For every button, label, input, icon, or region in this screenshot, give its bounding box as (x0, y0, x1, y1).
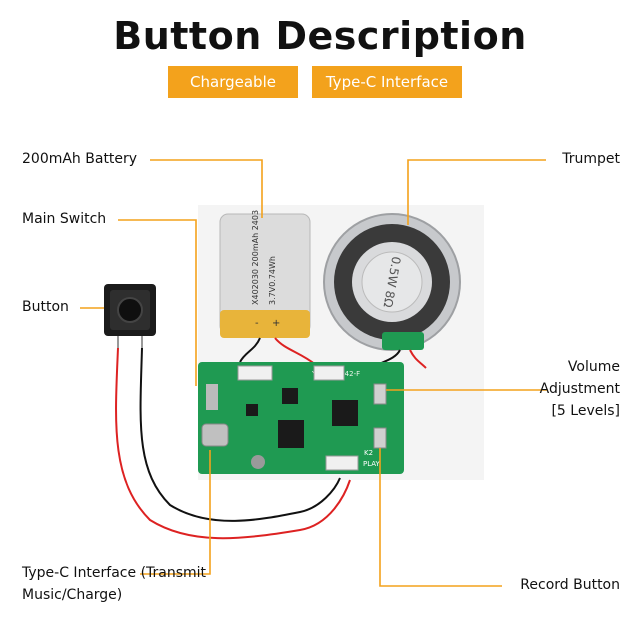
tag-type-c: Type-C Interface (312, 66, 462, 98)
leader-lines (80, 159, 548, 587)
pcb-board: YWD-A0142-F K2 PLAY (198, 362, 404, 474)
speaker: 0.5W 8Ω (323, 213, 461, 369)
button-wire-black (139, 347, 341, 522)
board-k2: K2 (364, 449, 373, 457)
battery-print-2: 3.7V0.74Wh (268, 256, 277, 305)
label-volume-1: Volume (567, 359, 620, 375)
battery-minus: - (255, 318, 259, 329)
leader-battery (150, 159, 263, 218)
battery: X402030 200mAh 2403 3.7V0.74Wh - + (219, 210, 317, 366)
leader-main-switch (118, 219, 197, 386)
button-wire-red (115, 347, 351, 540)
push-button (104, 284, 156, 348)
leader-record (379, 448, 502, 587)
battery-print-1: X402030 200mAh 2403 (251, 210, 260, 305)
main-switch-part (206, 384, 218, 410)
label-type-c-1: Type-C Interface (Transmit (22, 565, 207, 581)
page-title: Button Description (113, 14, 527, 58)
label-volume-2: Adjustment (539, 381, 620, 397)
battery-plus: + (272, 318, 280, 329)
record-button-part (373, 427, 387, 449)
label-battery: 200mAh Battery (22, 151, 138, 167)
label-type-c-2: Music/Charge) (22, 587, 123, 603)
main-chip (278, 420, 304, 448)
board-play: PLAY (363, 460, 381, 468)
type-c-port (201, 423, 229, 447)
label-record: Record Button (520, 577, 620, 593)
label-trumpet: Trumpet (562, 151, 620, 167)
label-volume-3: [5 Levels] (551, 403, 620, 419)
leader-trumpet (407, 159, 546, 225)
label-main-switch: Main Switch (22, 211, 107, 227)
volume-button-part (373, 383, 387, 405)
leader-type-c (140, 450, 211, 575)
tag-chargeable: Chargeable (168, 66, 298, 98)
label-button: Button (22, 299, 69, 315)
